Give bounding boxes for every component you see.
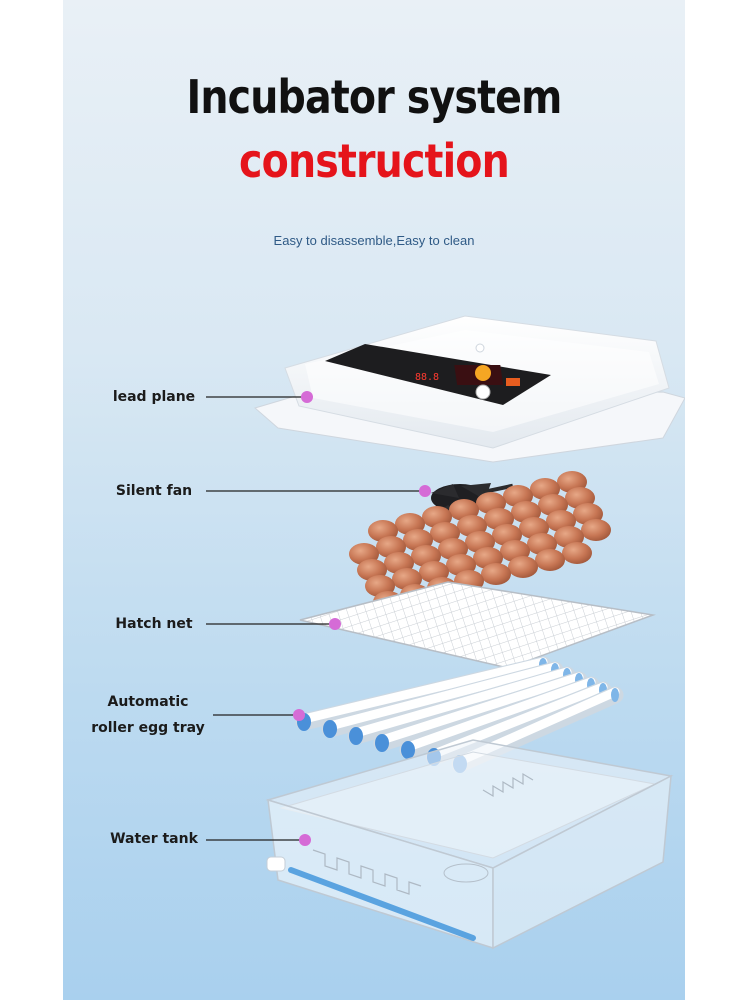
marker-silent-fan (419, 485, 431, 497)
egg (508, 556, 538, 578)
marker-water-tank (299, 834, 311, 846)
incubator-exploded-view: 88.8 (63, 0, 685, 1000)
egg (481, 563, 511, 585)
incubator-lid-icon: 88.8 (255, 316, 685, 462)
hatch-net-icon (300, 582, 653, 668)
product-banner: Incubator system construction Easy to di… (63, 0, 685, 1000)
svg-text:88.8: 88.8 (415, 372, 439, 383)
marker-hatch-net (329, 618, 341, 630)
egg (581, 519, 611, 541)
egg (562, 542, 592, 564)
water-tank-icon (267, 740, 671, 948)
marker-roller-tray (293, 709, 305, 721)
egg (535, 549, 565, 571)
marker-lead-plane (301, 391, 313, 403)
